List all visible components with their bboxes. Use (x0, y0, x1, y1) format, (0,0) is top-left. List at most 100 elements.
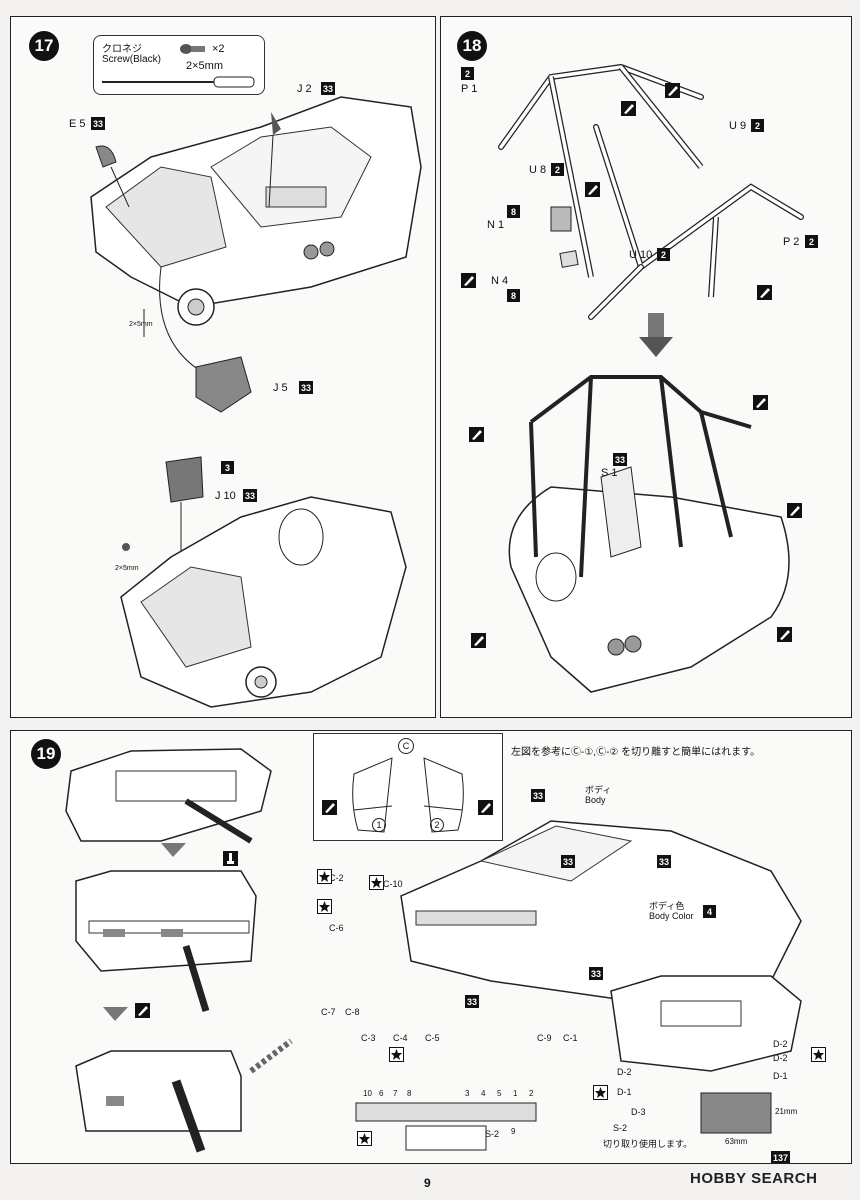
decal-height-dim: 21mm (775, 1107, 798, 1116)
step-number: 19 (31, 739, 61, 769)
part-d1: D-1 (773, 1071, 788, 1081)
step19-illustration (65, 748, 802, 1153)
part-j10-label: J 10 (215, 490, 236, 502)
part-d2: D-2 (773, 1039, 788, 1049)
screw-label-en: Screw(Black) (102, 54, 161, 65)
paint-brush-icon (665, 83, 680, 98)
c-part-shapes (352, 757, 464, 833)
part-c3: C-3 (361, 1033, 376, 1043)
plate-number-5: 5 (497, 1089, 502, 1098)
c-part-2-label: 2 (430, 818, 444, 832)
step17-illustration (90, 96, 422, 708)
c-part-1-label: 1 (372, 818, 386, 832)
c-part-detail-box: C 1 2 (313, 733, 503, 841)
part-p2-label: P 2 (783, 236, 800, 248)
star-marker-icon (357, 1131, 372, 1146)
step-number: 18 (457, 31, 487, 61)
part-e5-badge: 33 (91, 117, 106, 130)
part-c10: C-10 (383, 879, 403, 889)
plate-number-1: 1 (513, 1089, 518, 1098)
part-33-badge: 33 (589, 967, 604, 980)
part-u10-label: U 10 (629, 249, 653, 261)
step-17-panel: 17 クロネジ Screw(Black) ×2 2×5mm (10, 16, 436, 718)
part-e5-label: E 5 (69, 118, 86, 130)
decal-badge: 137 (771, 1151, 791, 1163)
part-u10-badge: 2 (657, 248, 670, 261)
roll-cage-illustration (498, 63, 804, 693)
decal-width-dim: 63mm (725, 1137, 748, 1146)
paint-brush-icon (787, 503, 802, 518)
screw-size-small: 2×5mm (129, 321, 153, 328)
screw-label-jp: クロネジ (102, 44, 142, 55)
screw-size: 2×5mm (186, 60, 223, 72)
part-s1-label: S 1 (601, 467, 618, 479)
body-label-en: Body (585, 795, 606, 805)
part-j2-badge: 33 (321, 82, 336, 95)
body-label-jp: ボディ (585, 785, 612, 795)
plate-number-7: 7 (393, 1089, 398, 1098)
screw-size-small-2: 2×5mm (115, 565, 139, 572)
part-n4-label: N 4 (491, 275, 509, 287)
part-n1-label: N 1 (487, 219, 505, 231)
part-p1-label: P 1 (461, 83, 478, 95)
part-j5-badge: 33 (299, 381, 314, 394)
part-n1-badge: 8 (507, 205, 520, 218)
part-c9: C-9 (537, 1033, 552, 1043)
paint-brush-icon (753, 395, 768, 410)
paint-brush-icon (757, 285, 772, 300)
part-c7: C-7 (321, 1007, 336, 1017)
body-color-label-en: Body Color (649, 911, 694, 921)
part-p2-badge: 2 (805, 235, 818, 248)
plate-number-6: 6 (379, 1089, 384, 1098)
page-number: 9 (424, 1176, 431, 1190)
part-c4: C-4 (393, 1033, 408, 1043)
plate-number-10: 10 (363, 1089, 372, 1098)
part-n4-badge: 8 (507, 289, 520, 302)
part-u8-badge: 2 (551, 163, 564, 176)
paint-brush-icon (461, 273, 476, 288)
part-j10-badge: 33 (243, 489, 258, 502)
plate-number-3: 3 (465, 1089, 470, 1098)
plate-number-2: 2 (529, 1089, 534, 1098)
paint-brush-icon (621, 101, 636, 116)
paint-brush-icon (471, 633, 486, 648)
plate-number-9: 9 (511, 1127, 516, 1136)
part-j2-label: J 2 (297, 83, 312, 95)
part-d2: D-2 (617, 1067, 632, 1077)
part-u9-badge: 2 (751, 119, 764, 132)
star-marker-icon (593, 1085, 608, 1100)
step-19-panel: 19 C 1 2 左図を参考にⒸ-①,Ⓒ-② を切り離すと簡単にはれます。 (10, 730, 852, 1164)
part-d1: D-1 (617, 1087, 632, 1097)
part-c2: C-2 (329, 873, 344, 883)
part-33-badge: 33 (561, 855, 576, 868)
decal-s2-label: S-2 (485, 1129, 500, 1139)
screwdriver-tool-icon (223, 851, 238, 866)
part-c1: C-1 (563, 1033, 578, 1043)
part-d3: D-3 (631, 1107, 646, 1117)
plate-number-8: 8 (407, 1089, 412, 1098)
part-33-badge: 33 (657, 855, 672, 868)
part-j5-label: J 5 (273, 382, 288, 394)
part-u9-label: U 9 (729, 120, 747, 132)
star-marker-icon (811, 1047, 826, 1062)
screw-icon (102, 44, 255, 88)
decal-s2-label: S-2 (613, 1123, 628, 1133)
star-marker-icon (389, 1047, 404, 1062)
paint-brush-icon (469, 427, 484, 442)
star-marker-icon (369, 875, 384, 890)
screw-qty: ×2 (212, 43, 225, 55)
part-p1-badge: 2 (461, 67, 474, 80)
screw-info-box: クロネジ Screw(Black) ×2 2×5mm (93, 35, 265, 95)
part-c8: C-8 (345, 1007, 360, 1017)
paint-brush-icon (777, 627, 792, 642)
paint-brush-icon (135, 1003, 150, 1018)
step-number: 17 (29, 31, 59, 61)
plate-number-4: 4 (481, 1089, 486, 1098)
instruction-note: 左図を参考にⒸ-①,Ⓒ-② を切り離すと簡単にはれます。 (511, 747, 761, 758)
part-u8-label: U 8 (529, 164, 547, 176)
part-c6: C-6 (329, 923, 344, 933)
part-d2: D-2 (773, 1053, 788, 1063)
part-c5: C-5 (425, 1033, 440, 1043)
star-marker-icon (317, 899, 332, 914)
body-color-badge: 4 (703, 905, 716, 918)
